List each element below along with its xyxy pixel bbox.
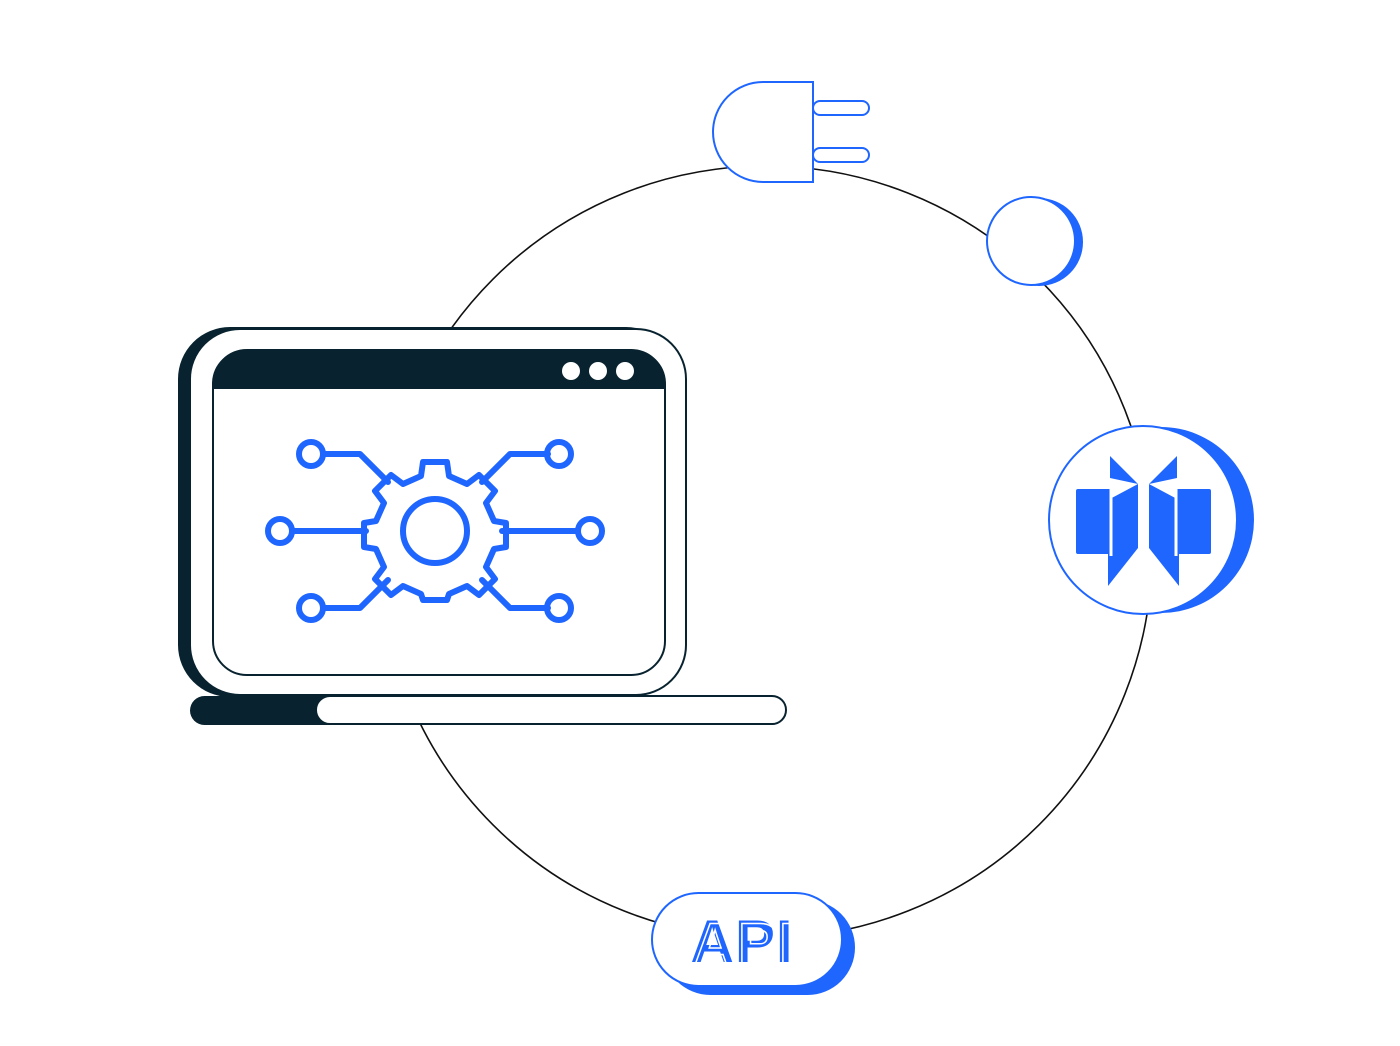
api-badge-label-outline: API	[693, 911, 796, 978]
power-plug-icon	[712, 81, 870, 183]
gear-network-icon	[265, 439, 605, 623]
api-badge-label: API	[690, 908, 793, 975]
empty-circle-node-icon	[986, 196, 1083, 286]
window-dot	[562, 362, 580, 380]
browser-window-icon	[212, 349, 666, 676]
window-dot	[616, 362, 634, 380]
brand-logo-icon	[1048, 425, 1254, 615]
window-dot	[589, 362, 607, 380]
api-badge-icon: API API	[651, 892, 855, 995]
